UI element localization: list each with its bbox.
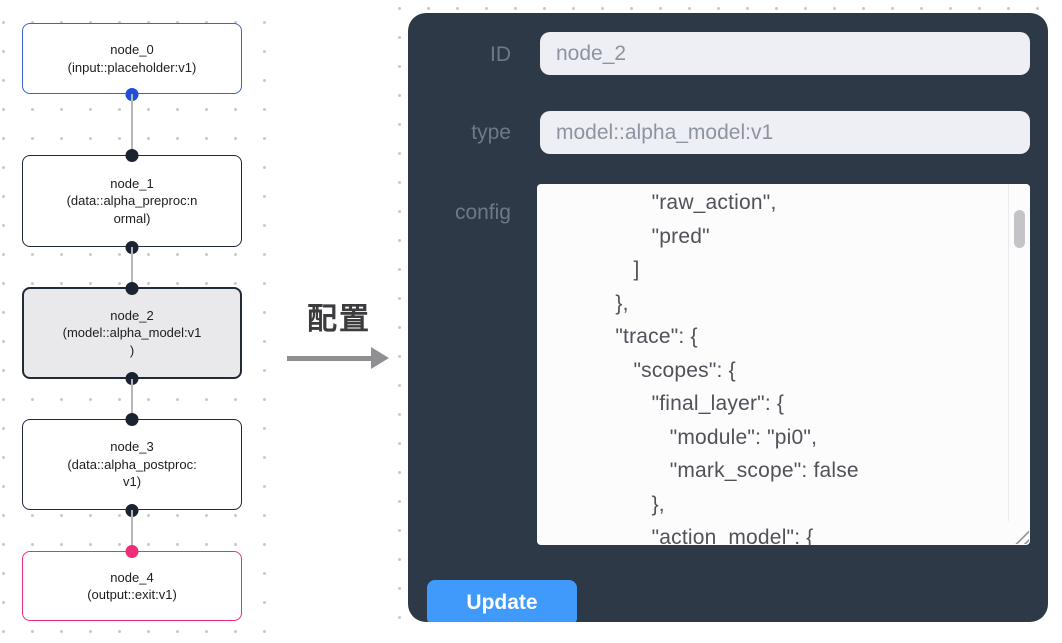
id-label: ID bbox=[490, 43, 511, 66]
flow-node-node_2[interactable]: node_2(model::alpha_model:v1) bbox=[22, 281, 242, 385]
node-label-line: v1) bbox=[122, 474, 142, 490]
node-label-line: ) bbox=[129, 342, 135, 358]
scrollbar-thumb[interactable] bbox=[1014, 210, 1025, 248]
connection-port[interactable] bbox=[125, 148, 139, 162]
flow-edge bbox=[131, 379, 133, 419]
node-label-line: ormal) bbox=[113, 210, 151, 226]
flow-edge bbox=[131, 510, 133, 551]
arrow-head bbox=[371, 347, 389, 369]
arrow-shaft bbox=[287, 356, 373, 361]
type-label: type bbox=[471, 121, 511, 144]
node-label-line: (model::alpha_model:v1 bbox=[62, 325, 202, 341]
connection-port[interactable] bbox=[125, 371, 139, 385]
node-label-line: node_2 bbox=[110, 307, 154, 323]
flow-node-node_4[interactable]: node_4(output::exit:v1) bbox=[22, 544, 242, 621]
type-input[interactable] bbox=[540, 111, 1030, 154]
connection-port[interactable] bbox=[125, 412, 139, 426]
connection-port[interactable] bbox=[125, 281, 139, 295]
config-label: config bbox=[454, 201, 511, 224]
config-json-text: "raw_action", "pred" ] }, "trace": { "sc… bbox=[615, 191, 859, 545]
flow-node-node_3[interactable]: node_3(data::alpha_postproc:v1) bbox=[22, 412, 242, 517]
node-label-line: node_1 bbox=[110, 175, 154, 191]
node-label-line: (output::exit:v1) bbox=[87, 587, 177, 602]
flow-edge bbox=[131, 94, 133, 155]
flow-node-node_0[interactable]: node_0(input::placeholder:v1) bbox=[22, 23, 242, 101]
node-label-line: (data::alpha_postproc: bbox=[67, 456, 197, 472]
update-button[interactable]: Update bbox=[427, 580, 577, 622]
config-panel: ID type config "raw_action", "pred" ] },… bbox=[408, 13, 1048, 622]
node-label-line: (data::alpha_preproc:n bbox=[66, 193, 198, 209]
transfer-label: 配置 bbox=[307, 303, 371, 336]
scrollbar-track[interactable] bbox=[1008, 184, 1030, 521]
connection-port[interactable] bbox=[125, 544, 139, 558]
node-label-line: node_3 bbox=[110, 439, 154, 455]
node-label-line: node_4 bbox=[110, 569, 154, 585]
flow-edge bbox=[131, 247, 133, 287]
arrow-right-icon bbox=[287, 346, 391, 370]
flow-canvas[interactable]: node_0(input::placeholder:v1)node_1(data… bbox=[0, 0, 282, 643]
id-input[interactable] bbox=[540, 32, 1030, 75]
node-label-line: (input::placeholder:v1) bbox=[67, 59, 197, 75]
node-label-line: node_0 bbox=[110, 42, 154, 57]
resize-handle-icon[interactable] bbox=[1015, 530, 1029, 544]
config-textarea[interactable]: "raw_action", "pred" ] }, "trace": { "sc… bbox=[537, 184, 1030, 545]
transfer-annotation: 配置 bbox=[287, 294, 391, 370]
